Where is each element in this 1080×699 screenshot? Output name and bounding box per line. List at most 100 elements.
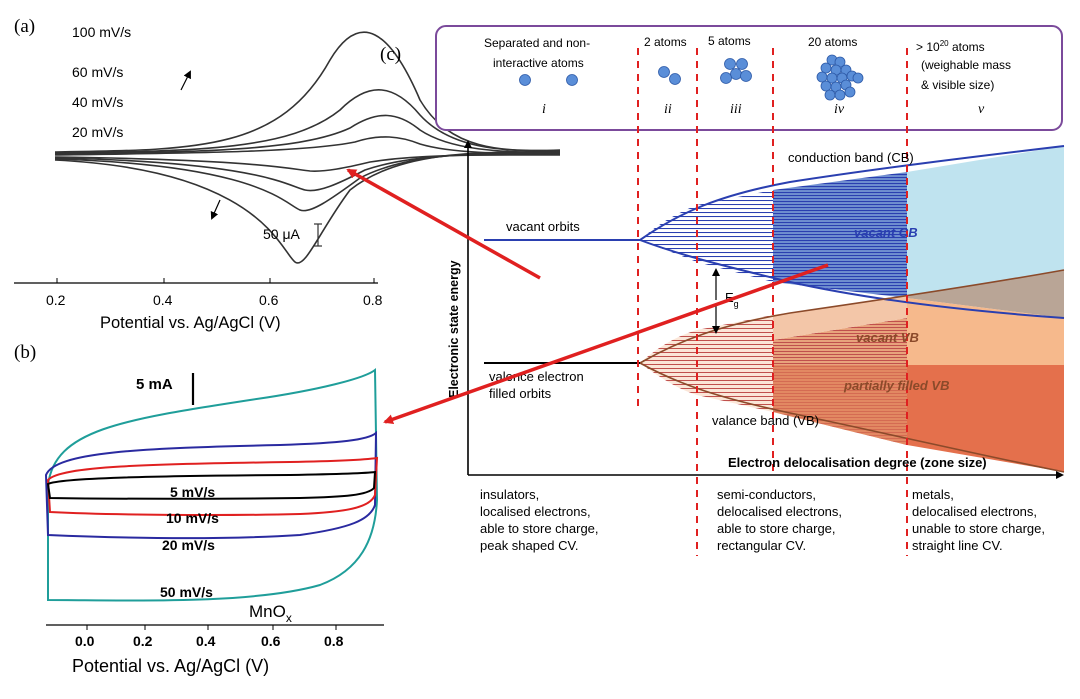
zone-4-roman: iv <box>834 102 845 117</box>
zone-3-roman: iii <box>730 102 742 117</box>
cv-curve-60 <box>54 89 561 154</box>
cb-fill-zone-iv <box>773 172 907 298</box>
vacant-vb-label: vacant VB <box>856 330 919 345</box>
panel-a-scan-rate-3: 40 mV/s <box>72 94 123 110</box>
panel-b-cv-curves <box>44 367 379 602</box>
panel-a-scale-label: 50 μA <box>263 226 301 242</box>
panel-a-scan-rate-2: 60 mV/s <box>72 64 123 80</box>
caption-semiconductors: semi-conductors, delocalised electrons, … <box>717 487 842 553</box>
vb-upper-edge <box>639 269 1065 364</box>
panel-c-label: (c) <box>380 44 401 65</box>
cb-fill-zone-iii <box>640 190 773 282</box>
zone-1-title-line1: Separated and non- <box>484 36 590 50</box>
svg-text:able to store charge,: able to store charge, <box>480 521 599 536</box>
zone-2-roman: ii <box>664 102 672 117</box>
panel-a-tick-02: 0.2 <box>46 292 66 308</box>
zone-5-title-line1: > 1020 atoms <box>916 39 985 54</box>
svg-text:semi-conductors,: semi-conductors, <box>717 487 816 502</box>
panel-c-ylabel: Electronic state energy <box>447 260 461 398</box>
caption-metals: metals, delocalised electrons, unable to… <box>912 487 1045 553</box>
zone-5-title-line2: (weighable mass <box>921 58 1011 72</box>
zone-4-title: 20 atoms <box>808 35 857 49</box>
panel-a-xlabel: Potential vs. Ag/AgCl (V) <box>100 314 281 332</box>
vacant-orbits-label: vacant orbits <box>506 219 580 234</box>
panel-b-label: (b) <box>14 342 36 363</box>
panel-b-tick-02: 0.2 <box>133 633 153 649</box>
cv-rect-10 <box>46 456 379 517</box>
atom-separated-2 <box>566 74 578 86</box>
panel-a: (a) 100 mV/s 60 mV/s 40 mV/s 20 mV/s 50 … <box>14 16 561 332</box>
vb-partially-filled-region <box>773 365 907 445</box>
panel-a-tick-06: 0.6 <box>259 292 279 308</box>
panel-a-down-arrow <box>210 199 221 220</box>
zone-5-roman: v <box>978 102 985 117</box>
cv-curve-20-return <box>54 154 561 172</box>
panel-b-material: MnOx <box>249 602 292 625</box>
cv-curve-40 <box>54 114 561 155</box>
panel-a-label: (a) <box>14 16 35 37</box>
zone-1-title-line2: interactive atoms <box>493 56 584 70</box>
svg-text:insulators,: insulators, <box>480 487 539 502</box>
cv-curve-60-return <box>54 152 561 212</box>
svg-text:metals,: metals, <box>912 487 954 502</box>
cv-rect-20 <box>44 430 378 540</box>
panel-b-scan-rate-50: 50 mV/s <box>160 584 213 600</box>
panel-b-scale-label: 5 mA <box>136 376 173 393</box>
svg-text:peak shaped CV.: peak shaped CV. <box>480 538 579 553</box>
eg-label: Eg <box>725 290 739 309</box>
atom-pair-2 <box>669 73 681 85</box>
vb-fill-zone-iv-upper <box>773 296 907 340</box>
cv-rect-5 <box>46 470 377 500</box>
atom-cluster-20 <box>816 54 864 101</box>
panel-b-xlabel: Potential vs. Ag/AgCl (V) <box>72 656 269 676</box>
vb-fill-zone-v-filled <box>907 365 1064 472</box>
svg-text:rectangular CV.: rectangular CV. <box>717 538 806 553</box>
panel-b-tick-08: 0.8 <box>324 633 344 649</box>
vb-lower-edge <box>639 362 1065 473</box>
vb-fill-zone-v-top <box>907 270 1064 318</box>
vb-fill-zone-ii <box>640 330 697 395</box>
svg-text:delocalised electrons,: delocalised electrons, <box>717 504 842 519</box>
cb-upper-edge <box>639 145 1065 241</box>
cv-curve-20 <box>54 136 561 156</box>
panel-a-tick-04: 0.4 <box>153 292 173 308</box>
conduction-band-label: conduction band (CB) <box>788 150 914 165</box>
zone-dividers <box>637 48 908 556</box>
panel-a-up-arrow <box>180 70 191 91</box>
panel-b-scan-rate-5: 5 mV/s <box>170 484 215 500</box>
arrow-to-panel-b <box>383 263 829 425</box>
valence-orbits-label-line1: valence electron <box>489 369 584 384</box>
zone-3-title: 5 atoms <box>708 34 751 48</box>
cb-fill-zone-ii <box>640 205 697 262</box>
svg-text:localised electrons,: localised electrons, <box>480 504 591 519</box>
valence-orbits-label-line2: filled orbits <box>489 386 552 401</box>
zone-1-roman: i <box>542 102 546 117</box>
cv-rect-50 <box>47 367 379 602</box>
panel-b-tick-04: 0.4 <box>196 633 216 649</box>
svg-text:straight line CV.: straight line CV. <box>912 538 1003 553</box>
caption-insulators: insulators, localised electrons, able to… <box>480 487 599 553</box>
panel-b: (b) 5 mA 5 mV/s 10 mV/s 20 mV/s 50 mV/s … <box>14 342 384 676</box>
zone-5-title-line3: & visible size) <box>921 78 994 92</box>
arrow-to-panel-a <box>346 168 541 280</box>
zone-2-title: 2 atoms <box>644 35 687 49</box>
panel-a-tick-08: 0.8 <box>363 292 383 308</box>
atom-separated-1 <box>519 74 531 86</box>
panel-b-scan-rate-10: 10 mV/s <box>166 510 219 526</box>
svg-text:unable to store charge,: unable to store charge, <box>912 521 1045 536</box>
atom-cluster-5 <box>720 58 752 84</box>
panel-a-scan-rate-1: 100 mV/s <box>72 24 131 40</box>
panel-a-scan-rate-4: 20 mV/s <box>72 124 123 140</box>
panel-a-cv-curves <box>54 31 561 264</box>
panel-b-tick-00: 0.0 <box>75 633 95 649</box>
atom-icons <box>519 54 864 101</box>
cb-fill-zone-v <box>907 146 1064 318</box>
vb-fill-zone-iii <box>697 315 773 412</box>
cv-curve-40-return <box>54 153 561 192</box>
vacant-cb-label: vacant CB <box>854 225 918 240</box>
atom-pair-1 <box>658 66 670 78</box>
panel-b-scan-rate-20: 20 mV/s <box>162 537 215 553</box>
svg-text:delocalised electrons,: delocalised electrons, <box>912 504 1037 519</box>
cb-lower-edge <box>639 239 1065 319</box>
